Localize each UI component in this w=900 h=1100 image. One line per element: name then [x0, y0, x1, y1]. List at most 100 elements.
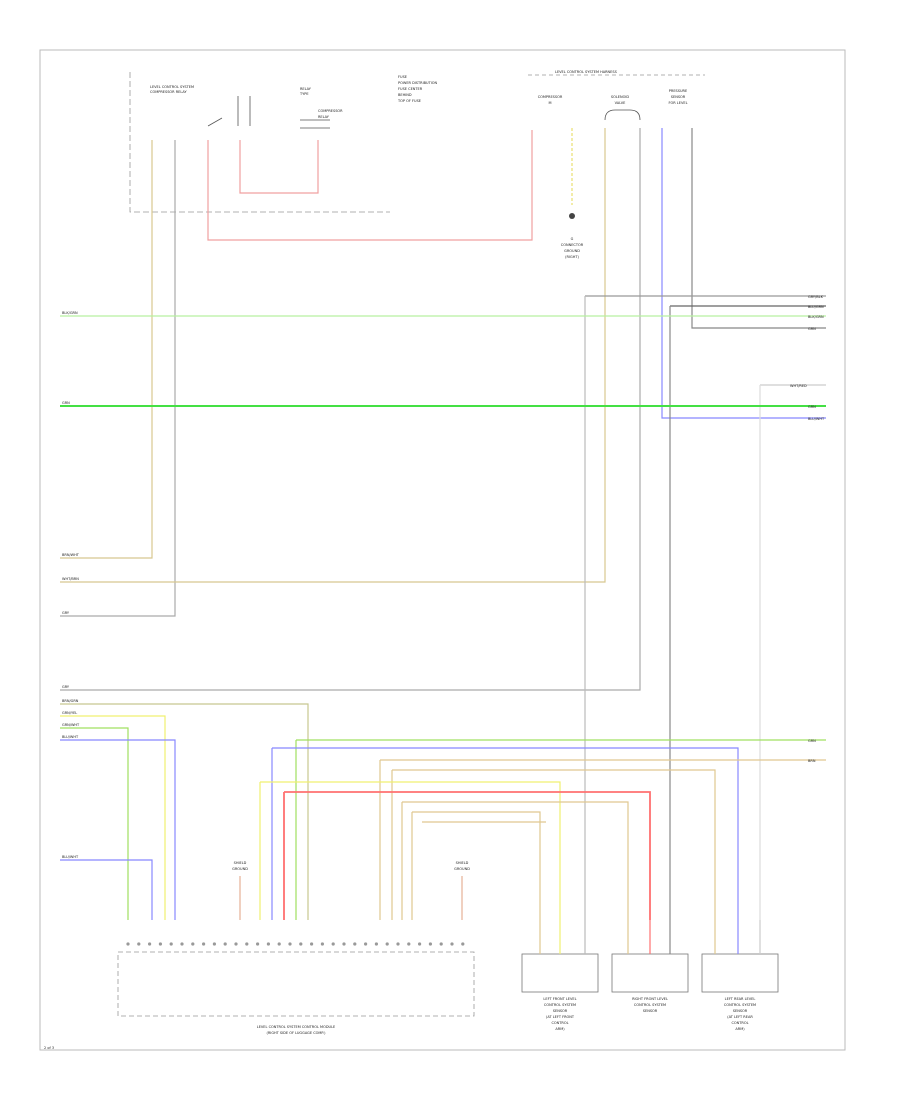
valve-label-1: SOLENOID — [611, 95, 630, 99]
relay-label-1: RELAY — [300, 87, 312, 91]
shield-ground-left: SHIELD GROUND — [232, 861, 248, 920]
module-pin — [202, 942, 206, 946]
compressor-label-1: COMPRESSOR — [538, 95, 563, 99]
fuse-note-3: FUSE CENTER — [398, 87, 423, 91]
left-wire-top-2: GRN — [62, 401, 70, 405]
sensor-3-line-4: (AT LEFT REAR — [727, 1015, 753, 1019]
right-wire-labels: GRY/BLK BLU/GRN BLK/GRN GRN WHT/RED GRN … — [790, 295, 825, 421]
sensor-3-line-3: SENSOR — [733, 1009, 748, 1013]
module-pin — [212, 942, 216, 946]
ground-left-label-1: SHIELD — [234, 861, 247, 865]
right-bottom-wire-1: GRN — [808, 739, 816, 743]
module-pin — [450, 942, 454, 946]
sensor-2-line-3: SENSOR — [643, 1009, 658, 1013]
left-wire-bottom-2: BRN/GRN — [62, 699, 79, 703]
module-pin — [353, 942, 357, 946]
right-wire-7: BLU/WHT — [808, 417, 825, 421]
valve-label-2: VALVE — [615, 101, 626, 105]
module-pin — [256, 942, 260, 946]
module-pin — [180, 942, 184, 946]
pressure-label-1: PRESSURE — [669, 89, 687, 93]
sensor-1-line-5: CONTROL — [551, 1021, 568, 1025]
harness-block: LEVEL CONTROL SYSTEM HARNESS COMPRESSOR … — [528, 70, 705, 259]
sensor-1-line-4: (AT LEFT FRONT — [546, 1015, 575, 1019]
module-pin — [288, 942, 292, 946]
sensor-1-line-6: ARM) — [555, 1027, 565, 1031]
module-pin-row — [126, 942, 465, 946]
module-pin — [418, 942, 422, 946]
module-pin — [223, 942, 227, 946]
module-pin — [137, 942, 141, 946]
module-pin — [385, 942, 389, 946]
fuse-note-1: FUSE — [398, 75, 407, 79]
module-pin — [266, 942, 270, 946]
relay-label-4: RELAY — [318, 115, 330, 119]
ground-label-1: G — [571, 237, 574, 241]
ground-right-label-2: GROUND — [454, 867, 470, 871]
sensor-1-line-2: CONTROL SYSTEM — [544, 1003, 576, 1007]
sensor-connector-stubs — [539, 920, 761, 954]
module-pin — [428, 942, 432, 946]
right-front-sensor: RIGHT FRONT LEVEL CONTROL SYSTEM SENSOR — [611, 953, 689, 1013]
sensor-1-line-3: SENSOR — [553, 1009, 568, 1013]
right-wire-5: WHT/RED — [790, 384, 807, 388]
sensor-3-line-2: CONTROL SYSTEM — [724, 1003, 756, 1007]
sensor-2-line-2: CONTROL SYSTEM — [634, 1003, 666, 1007]
module-pin — [299, 942, 303, 946]
module-pin — [126, 942, 130, 946]
bottom-bus-wires — [60, 703, 826, 920]
module-pin — [461, 942, 465, 946]
left-wire-bottom-3: GRN/YEL — [62, 711, 77, 715]
fuse-note-5: TOP OF FUSE — [397, 99, 421, 103]
page-tag: 2 of 3 — [44, 1046, 54, 1050]
shield-ground-right: SHIELD GROUND — [454, 861, 470, 920]
module-label-2: (RIGHT SIDE OF LUGGAGE COMP.) — [267, 1031, 327, 1035]
left-wire-bottom-5: BLU/WHT — [62, 735, 79, 739]
right-bottom-wire-2: BRN — [808, 759, 816, 763]
ground-label-4: (RIGHT) — [565, 255, 579, 259]
fuse-note-4: BEHIND — [398, 93, 412, 97]
left-wire-labels: BLK/GRN GRN BRN/WHT WHT/BRN GRY GRY BRN/… — [62, 311, 80, 859]
left-wire-top-1: BLK/GRN — [62, 311, 78, 315]
ground-left-label-2: GROUND — [232, 867, 248, 871]
compressor-label-2: M — [548, 101, 551, 105]
level-control-module: LEVEL CONTROL SYSTEM CONTROL MODULE (RIG… — [117, 951, 475, 1035]
compressor-relay-block: LEVEL CONTROL SYSTEM COMPRESSOR RELAY RE… — [129, 72, 438, 213]
module-pin — [439, 942, 443, 946]
module-pin — [234, 942, 238, 946]
harness-title: LEVEL CONTROL SYSTEM HARNESS — [555, 70, 618, 74]
module-pin — [148, 942, 152, 946]
module-pin — [191, 942, 195, 946]
module-pin — [277, 942, 281, 946]
sensor-3-line-1: LEFT REAR LEVEL — [725, 997, 756, 1001]
control-module-label-2: COMPRESSOR RELAY — [150, 90, 188, 94]
sensor-3-line-5: CONTROL — [731, 1021, 748, 1025]
module-pin — [374, 942, 378, 946]
left-wire-mid-2: WHT/BRN — [62, 577, 79, 581]
pressure-label-2: SENSOR — [671, 95, 686, 99]
left-front-sensor: LEFT FRONT LEVEL CONTROL SYSTEM SENSOR (… — [521, 953, 599, 1031]
module-pin — [320, 942, 324, 946]
ground-label-2: CONNECTOR — [561, 243, 584, 247]
right-wire-2: BLU/GRN — [808, 305, 824, 309]
right-wire-4: GRN — [808, 327, 816, 331]
ground-right-label-1: SHIELD — [456, 861, 469, 865]
module-pin — [342, 942, 346, 946]
ground-label-3: GROUND — [564, 249, 580, 253]
left-wire-bottom-1: GRY — [62, 685, 70, 689]
sensor-3-line-6: ARM) — [735, 1027, 745, 1031]
module-pin — [158, 942, 162, 946]
right-wire-1: GRY/BLK — [808, 295, 824, 299]
harness-wires — [60, 128, 826, 920]
module-label-1: LEVEL CONTROL SYSTEM CONTROL MODULE — [257, 1025, 336, 1029]
relay-label-3: COMPRESSOR — [318, 109, 343, 113]
left-wire-mid-3: GRY — [62, 611, 70, 615]
right-wire-3: BLK/GRN — [808, 315, 824, 319]
module-pin — [396, 942, 400, 946]
module-pin — [245, 942, 249, 946]
module-pin — [331, 942, 335, 946]
left-rear-sensor: LEFT REAR LEVEL CONTROL SYSTEM SENSOR (A… — [701, 953, 779, 1031]
module-pin — [169, 942, 173, 946]
diagram-border — [39, 49, 846, 1051]
